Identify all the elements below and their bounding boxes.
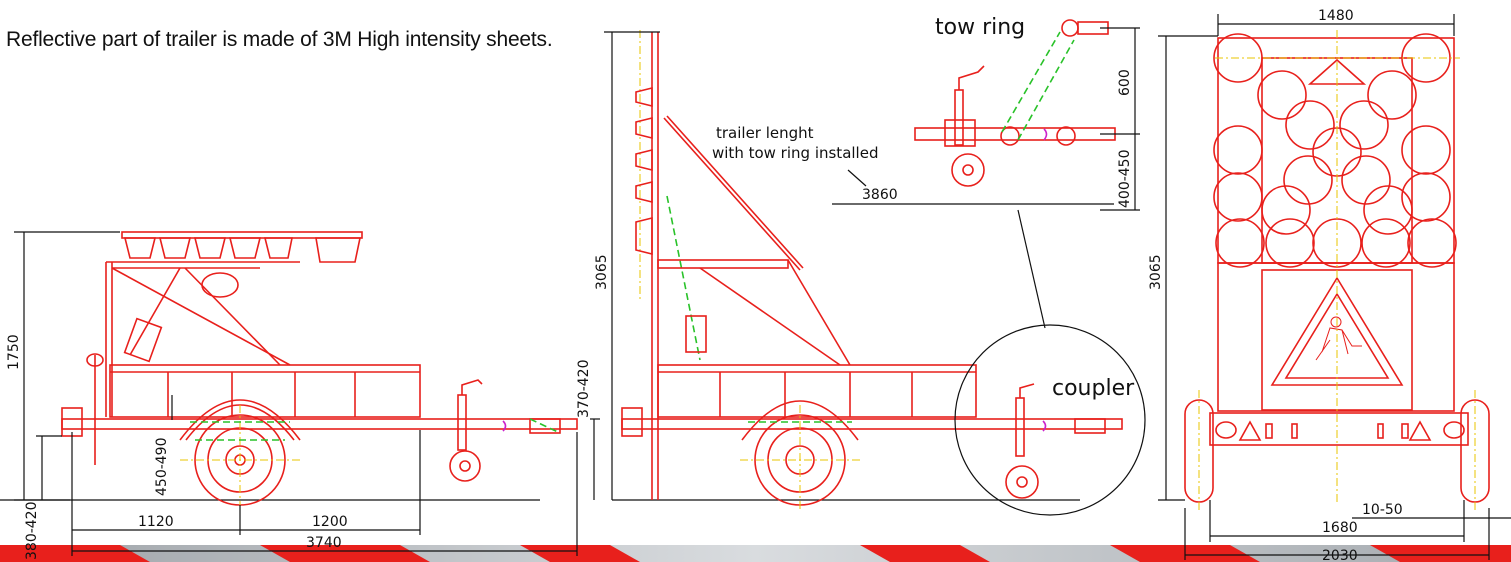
label-coupler: coupler <box>1052 376 1135 401</box>
side-view-dimensions: 1750 380-420 450-490 370-420 1120 1200 3… <box>0 231 600 561</box>
side-view-raised: 3065 <box>594 30 1146 516</box>
dim-ring-height: 400-450 <box>1117 150 1133 209</box>
dim-height-side: 1750 <box>6 334 22 370</box>
stripe-band <box>0 545 1511 562</box>
dim-axle-to-hitch: 1200 <box>312 514 348 530</box>
dim-ring-rise: 600 <box>1117 69 1133 96</box>
label-tow-ring: tow ring <box>935 15 1025 40</box>
dim-axle-height: 450-490 <box>154 438 170 497</box>
dim-front-to-axle: 1120 <box>138 514 174 530</box>
label-trailer-length-2: with tow ring installed <box>712 144 878 162</box>
caption: Reflective part of trailer is made of 3M… <box>6 28 553 51</box>
arrow-lamps <box>1213 33 1457 268</box>
dim-overall-length: 3740 <box>306 535 342 551</box>
dim-wheel-offset: 10-50 <box>1362 502 1403 518</box>
label-trailer-length-1: trailer lenght <box>716 124 814 142</box>
dim-length-with-ring: 3860 <box>862 187 898 203</box>
dim-track-width: 1680 <box>1322 520 1358 536</box>
dim-height-hitch: 380-420 <box>24 502 40 561</box>
dim-raised-height: 3065 <box>594 254 610 290</box>
dim-overall-width: 2030 <box>1322 548 1358 562</box>
light-heads-side <box>121 231 363 263</box>
side-view-trailer <box>14 231 578 510</box>
light-heads-raised <box>635 86 653 256</box>
dim-rear-height: 3065 <box>1148 254 1164 290</box>
coupler-detail-circle <box>954 324 1146 516</box>
rear-view: 1480 3065 1680 10-50 2030 <box>1148 8 1511 562</box>
dim-coupler-height: 370-420 <box>576 360 592 419</box>
tow-ring-inset: 600 400-450 3860 <box>832 19 1140 211</box>
dim-board-width: 1480 <box>1318 8 1354 24</box>
